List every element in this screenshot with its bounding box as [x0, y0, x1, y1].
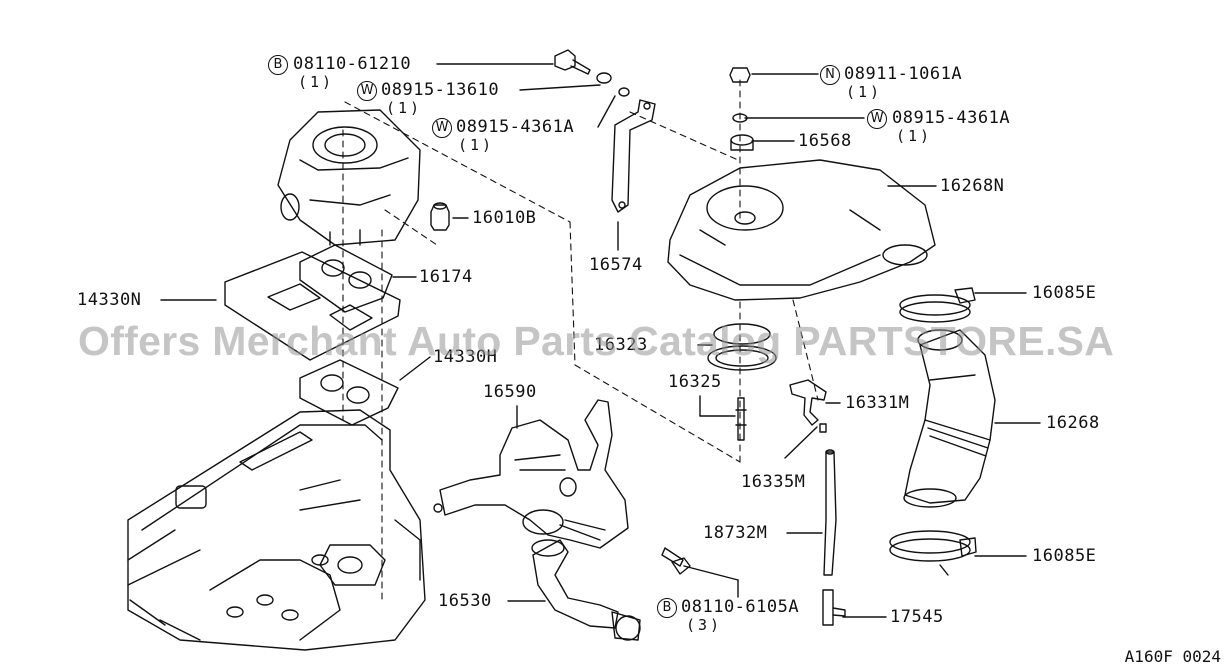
qty-08110-61210: (1)	[298, 73, 335, 91]
fitting-17545	[822, 589, 846, 626]
diagram-code: A160F 0024	[1124, 647, 1221, 666]
label-08915-13610: 08915-13610	[381, 80, 500, 100]
duct-16268	[903, 329, 996, 508]
qty-08915-4361a-right: (1)	[896, 127, 933, 145]
label-16325: 16325	[668, 372, 722, 392]
badge-w-08915-13610: W	[357, 81, 377, 101]
label-08911-1061a: 08911-1061A	[844, 64, 963, 84]
grommet-16568	[730, 134, 754, 151]
label-18732m: 18732M	[703, 523, 768, 543]
washer-08915-13610	[618, 87, 630, 97]
label-16574: 16574	[589, 255, 643, 275]
label-16174: 16174	[419, 267, 473, 287]
washer-08915-4361a-right	[732, 113, 748, 123]
label-16010b: 16010B	[472, 208, 537, 228]
badge-n-08911-1061a: N	[820, 65, 840, 85]
label-08915-4361a-right: 08915-4361A	[892, 108, 1011, 128]
carburetor	[277, 109, 421, 246]
bolt-08110-61210	[554, 49, 612, 84]
insulator-14330n	[224, 251, 401, 361]
label-08110-61210: 08110-61210	[293, 54, 412, 74]
label-16530: 16530	[438, 591, 492, 611]
clamp-16085e-top	[899, 287, 976, 323]
hose-16530	[531, 539, 641, 641]
gasket-14330h	[299, 359, 399, 426]
qty-08110-6105a: (3)	[686, 616, 723, 634]
label-14330n: 14330N	[77, 290, 142, 310]
label-16331m: 16331M	[845, 393, 910, 413]
hose-18732m	[823, 449, 837, 576]
badge-b-08110-61210: B	[268, 55, 288, 75]
dashed-lines	[342, 79, 819, 601]
stud-16325	[735, 397, 747, 441]
label-16335m: 16335M	[741, 472, 806, 492]
label-16590: 16590	[483, 382, 537, 402]
gasket-16323	[707, 323, 777, 371]
label-16085e-bottom: 16085E	[1032, 546, 1097, 566]
label-16268n: 16268N	[940, 176, 1005, 196]
badge-w-08915-4361a-right: W	[867, 109, 887, 129]
label-14330h: 14330H	[433, 347, 498, 367]
label-16323: 16323	[594, 335, 648, 355]
label-16568: 16568	[798, 131, 852, 151]
qty-08915-4361a-left: (1)	[458, 136, 495, 154]
label-17545: 17545	[890, 607, 944, 627]
leader-lines	[160, 63, 1041, 618]
nut-16010b	[430, 202, 450, 231]
air-cleaner-16268n	[667, 159, 936, 301]
engine-block	[127, 409, 426, 651]
badge-b-08110-6105a: B	[657, 598, 677, 618]
qty-08911-1061a: (1)	[846, 83, 883, 101]
badge-w-08915-4361a-left: W	[432, 118, 452, 138]
valve-16331m	[789, 379, 827, 433]
label-08915-4361a-left: 08915-4361A	[456, 117, 575, 137]
label-16085e-top: 16085E	[1032, 283, 1097, 303]
duct-16590	[433, 399, 629, 549]
clamp-16085e-bottom	[889, 530, 977, 576]
nut-08911-1061a	[729, 67, 751, 83]
watermark: Offers Merchant Auto Parts Catalog PARTS…	[78, 318, 1115, 364]
label-08110-6105a: 08110-6105A	[681, 597, 800, 617]
bolt-08110-6105a	[661, 547, 691, 575]
label-16268: 16268	[1046, 413, 1100, 433]
bracket-16574	[611, 99, 656, 213]
qty-08915-13610: (1)	[386, 99, 423, 117]
gasket-16174	[299, 244, 393, 313]
